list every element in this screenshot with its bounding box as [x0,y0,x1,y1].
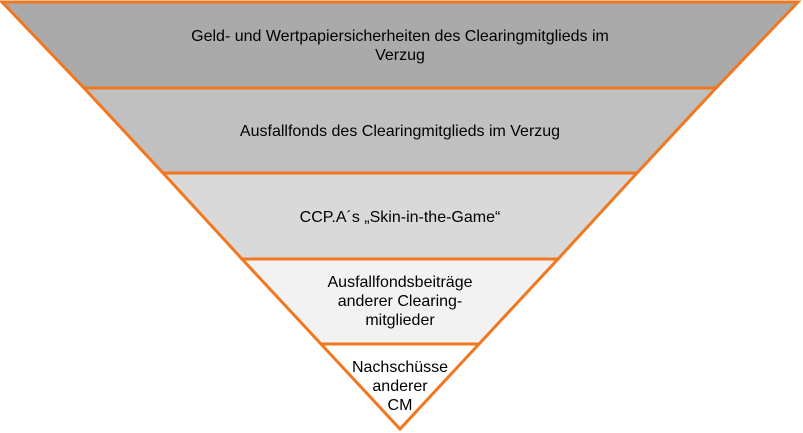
level-1-label: Geld- und Wertpapiersicherheiten des Cle… [191,28,609,64]
level-3-label: CCP.A´s „Skin-in-the-Game“ [299,208,501,226]
level-2-label: Ausfallfonds des Clearingmitglieds im Ve… [239,122,561,140]
level-4-label: Ausfallfondsbeiträge anderer Clearing- m… [327,273,473,329]
level-5-segment [317,342,483,432]
level-5-label: Nachschüsse anderer CM [351,358,449,414]
